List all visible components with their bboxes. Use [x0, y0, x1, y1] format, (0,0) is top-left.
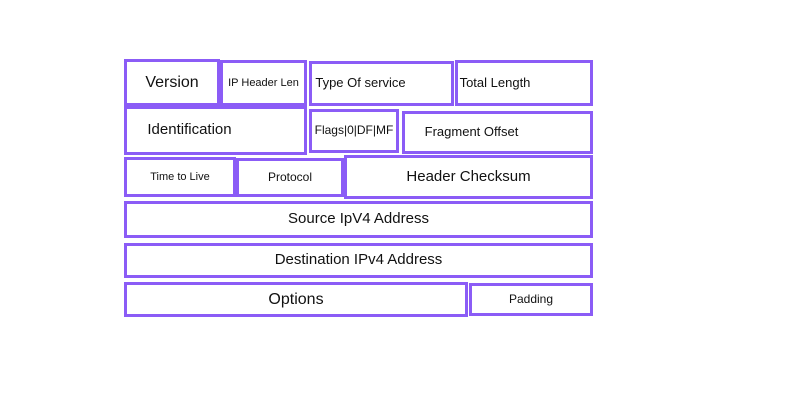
- field-fragment-offset: Fragment Offset: [402, 111, 593, 154]
- field-padding: Padding: [469, 283, 593, 316]
- field-header-checksum: Header Checksum: [344, 155, 593, 199]
- field-version: Version: [124, 59, 220, 106]
- field-identification: Identification: [124, 106, 307, 155]
- field-protocol: Protocol: [236, 158, 344, 197]
- field-total-length: Total Length: [455, 60, 593, 106]
- field-source-ipv4-address: Source IpV4 Address: [124, 201, 593, 238]
- field-type-of-service: Type Of service: [309, 61, 454, 106]
- field-flags: Flags|0|DF|MF: [309, 109, 399, 153]
- field-time-to-live: Time to Live: [124, 157, 236, 197]
- field-destination-ipv4-address: Destination IPv4 Address: [124, 243, 593, 278]
- field-ip-header-len: IP Header Len: [220, 60, 307, 106]
- field-options: Options: [124, 282, 468, 317]
